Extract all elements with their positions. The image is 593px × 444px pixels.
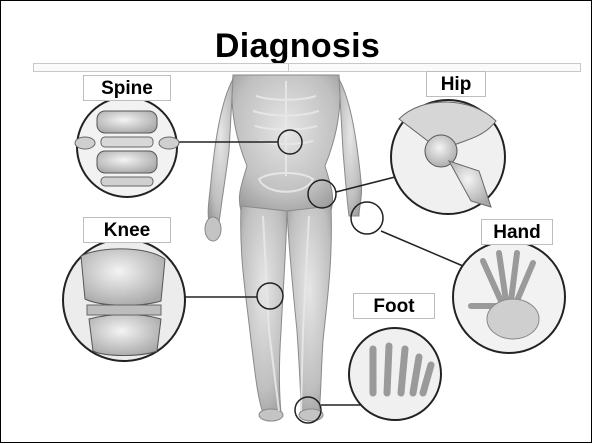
hand-joint-marker — [351, 202, 383, 234]
foot-detail-circle — [349, 328, 441, 420]
label-hip: Hip — [426, 71, 486, 97]
label-knee: Knee — [83, 217, 171, 243]
label-spine: Spine — [83, 75, 171, 101]
slide-title: Diagnosis — [1, 27, 592, 66]
title-underline-divider — [288, 63, 289, 72]
knee-detail-circle — [63, 239, 185, 361]
body-figure — [208, 75, 361, 413]
hand-detail-circle — [453, 241, 565, 353]
spine-detail-circle — [75, 97, 179, 197]
title-underline-bar — [33, 63, 581, 72]
hip-detail-circle — [391, 100, 505, 214]
label-foot: Foot — [353, 293, 435, 319]
label-hand: Hand — [481, 219, 553, 245]
